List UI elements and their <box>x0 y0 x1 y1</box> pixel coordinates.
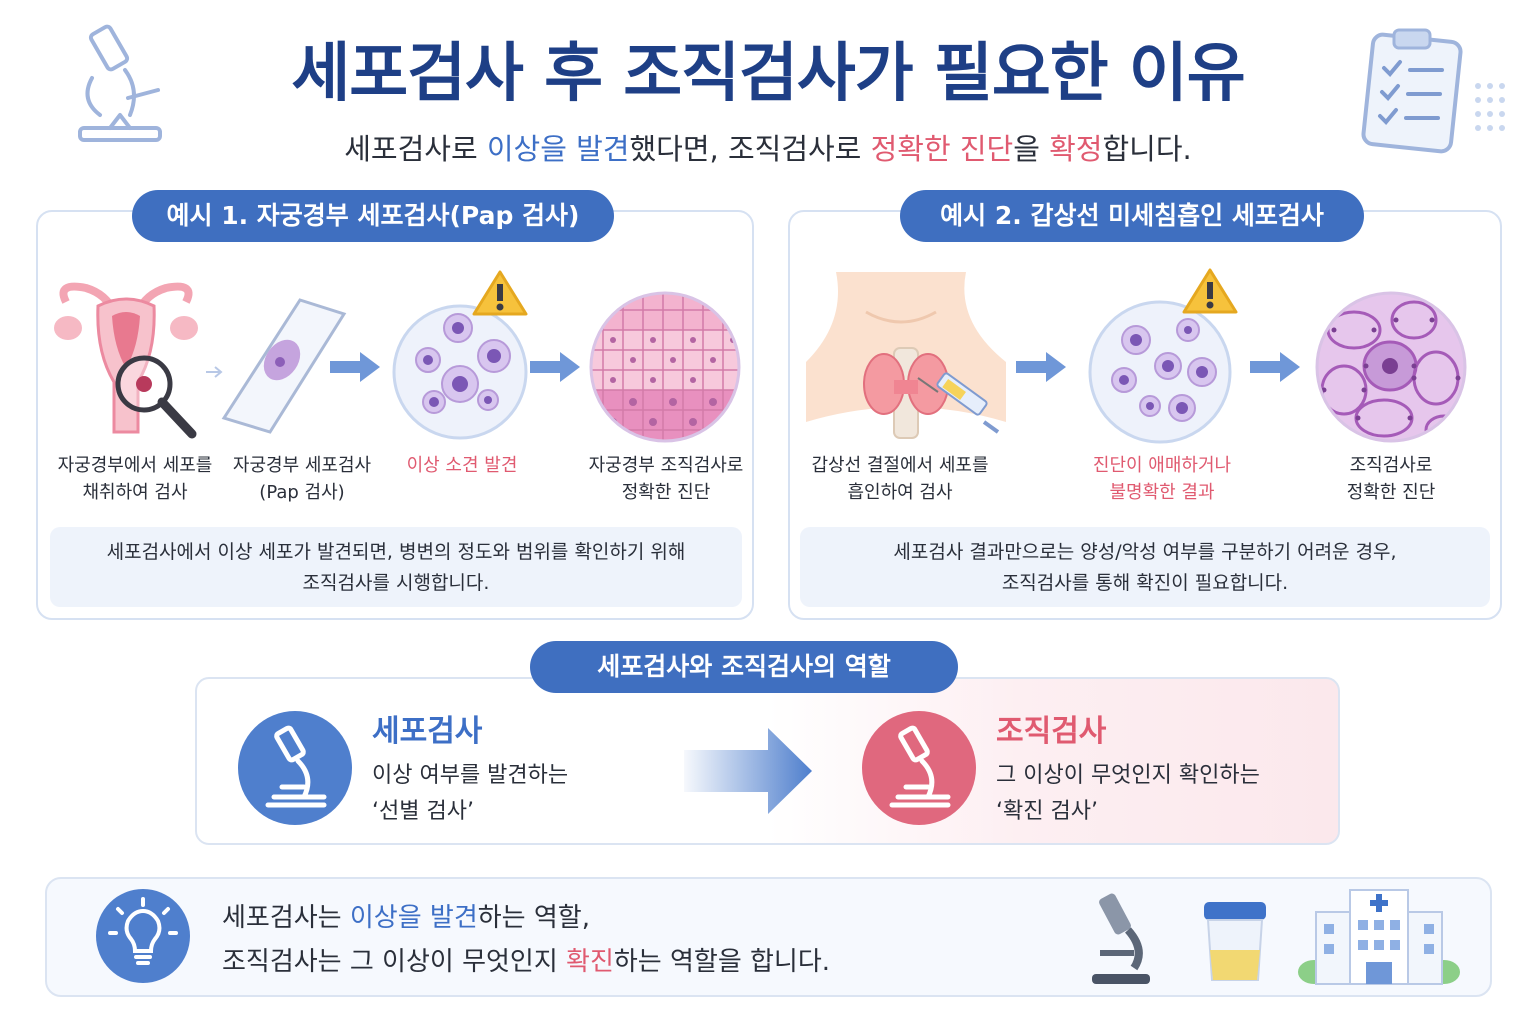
syringe-icon <box>917 372 1000 434</box>
warning-icon <box>472 270 528 316</box>
summary-text: 세포검사는 이상을 발견하는 역할, 조직검사는 그 이상이 무엇인지 확진하는… <box>222 903 831 977</box>
checklist-clipboard-icon <box>1361 28 1505 154</box>
microscope-icon <box>265 725 327 808</box>
cytology-title: 세포검사 <box>372 714 483 749</box>
ex1-step3-caption: 이상 소견 발견 <box>406 455 518 476</box>
arrow-right-icon <box>530 352 580 382</box>
thyroid-neck-illustration <box>806 272 1006 439</box>
arrow-right-icon <box>1250 352 1300 382</box>
specimen-cup-icon <box>1204 902 1266 981</box>
page-subtitle: 세포검사로 이상을 발견했다면, 조직검사로 정확한 진단을 확정합니다. <box>344 132 1192 166</box>
lightbulb-icon <box>108 897 178 965</box>
abnormal-cells-illustration <box>392 270 528 440</box>
roles-title: 세포검사와 조직검사의 역할 <box>530 641 958 693</box>
thyroid-tissue-illustration <box>1315 291 1467 443</box>
histology-circle <box>862 711 976 825</box>
faint-arrow-1 <box>206 366 223 378</box>
microscope-slide-illustration <box>221 298 347 434</box>
microscope-outline-icon <box>78 24 162 142</box>
example1-title: 예시 1. 자궁경부 세포검사(Pap 검사) <box>132 190 614 242</box>
lightbulb-circle <box>96 889 190 983</box>
microscope-icon <box>1092 893 1150 984</box>
page-title: 세포검사 후 조직검사가 필요한 이유 <box>291 37 1245 111</box>
histology-title: 조직검사 <box>996 714 1107 749</box>
uterus-illustration <box>54 282 198 439</box>
cervical-tissue-illustration <box>589 291 741 443</box>
hospital-icon <box>1298 889 1460 985</box>
histology-desc: 그 이상이 무엇인지 확인하는‘확진 검사’ <box>996 763 1260 824</box>
indeterminate-cells-illustration <box>1088 268 1238 444</box>
arrow-right-icon <box>1016 352 1066 382</box>
microscope-icon <box>889 725 951 808</box>
warning-icon <box>1182 268 1238 314</box>
example2-note: 세포검사 결과만으로는 양성/악성 여부를 구분하기 어려운 경우,조직검사를 … <box>800 527 1490 607</box>
ex1-step2-caption: 자궁경부 세포검사(Pap 검사) <box>232 455 372 503</box>
arrow-right-icon <box>330 352 380 382</box>
big-arrow-right-icon <box>684 728 812 814</box>
cytology-circle <box>238 711 352 825</box>
cytology-desc: 이상 여부를 발견하는‘선별 검사’ <box>372 763 569 824</box>
example2-title: 예시 2. 갑상선 미세침흡인 세포검사 <box>900 190 1364 242</box>
